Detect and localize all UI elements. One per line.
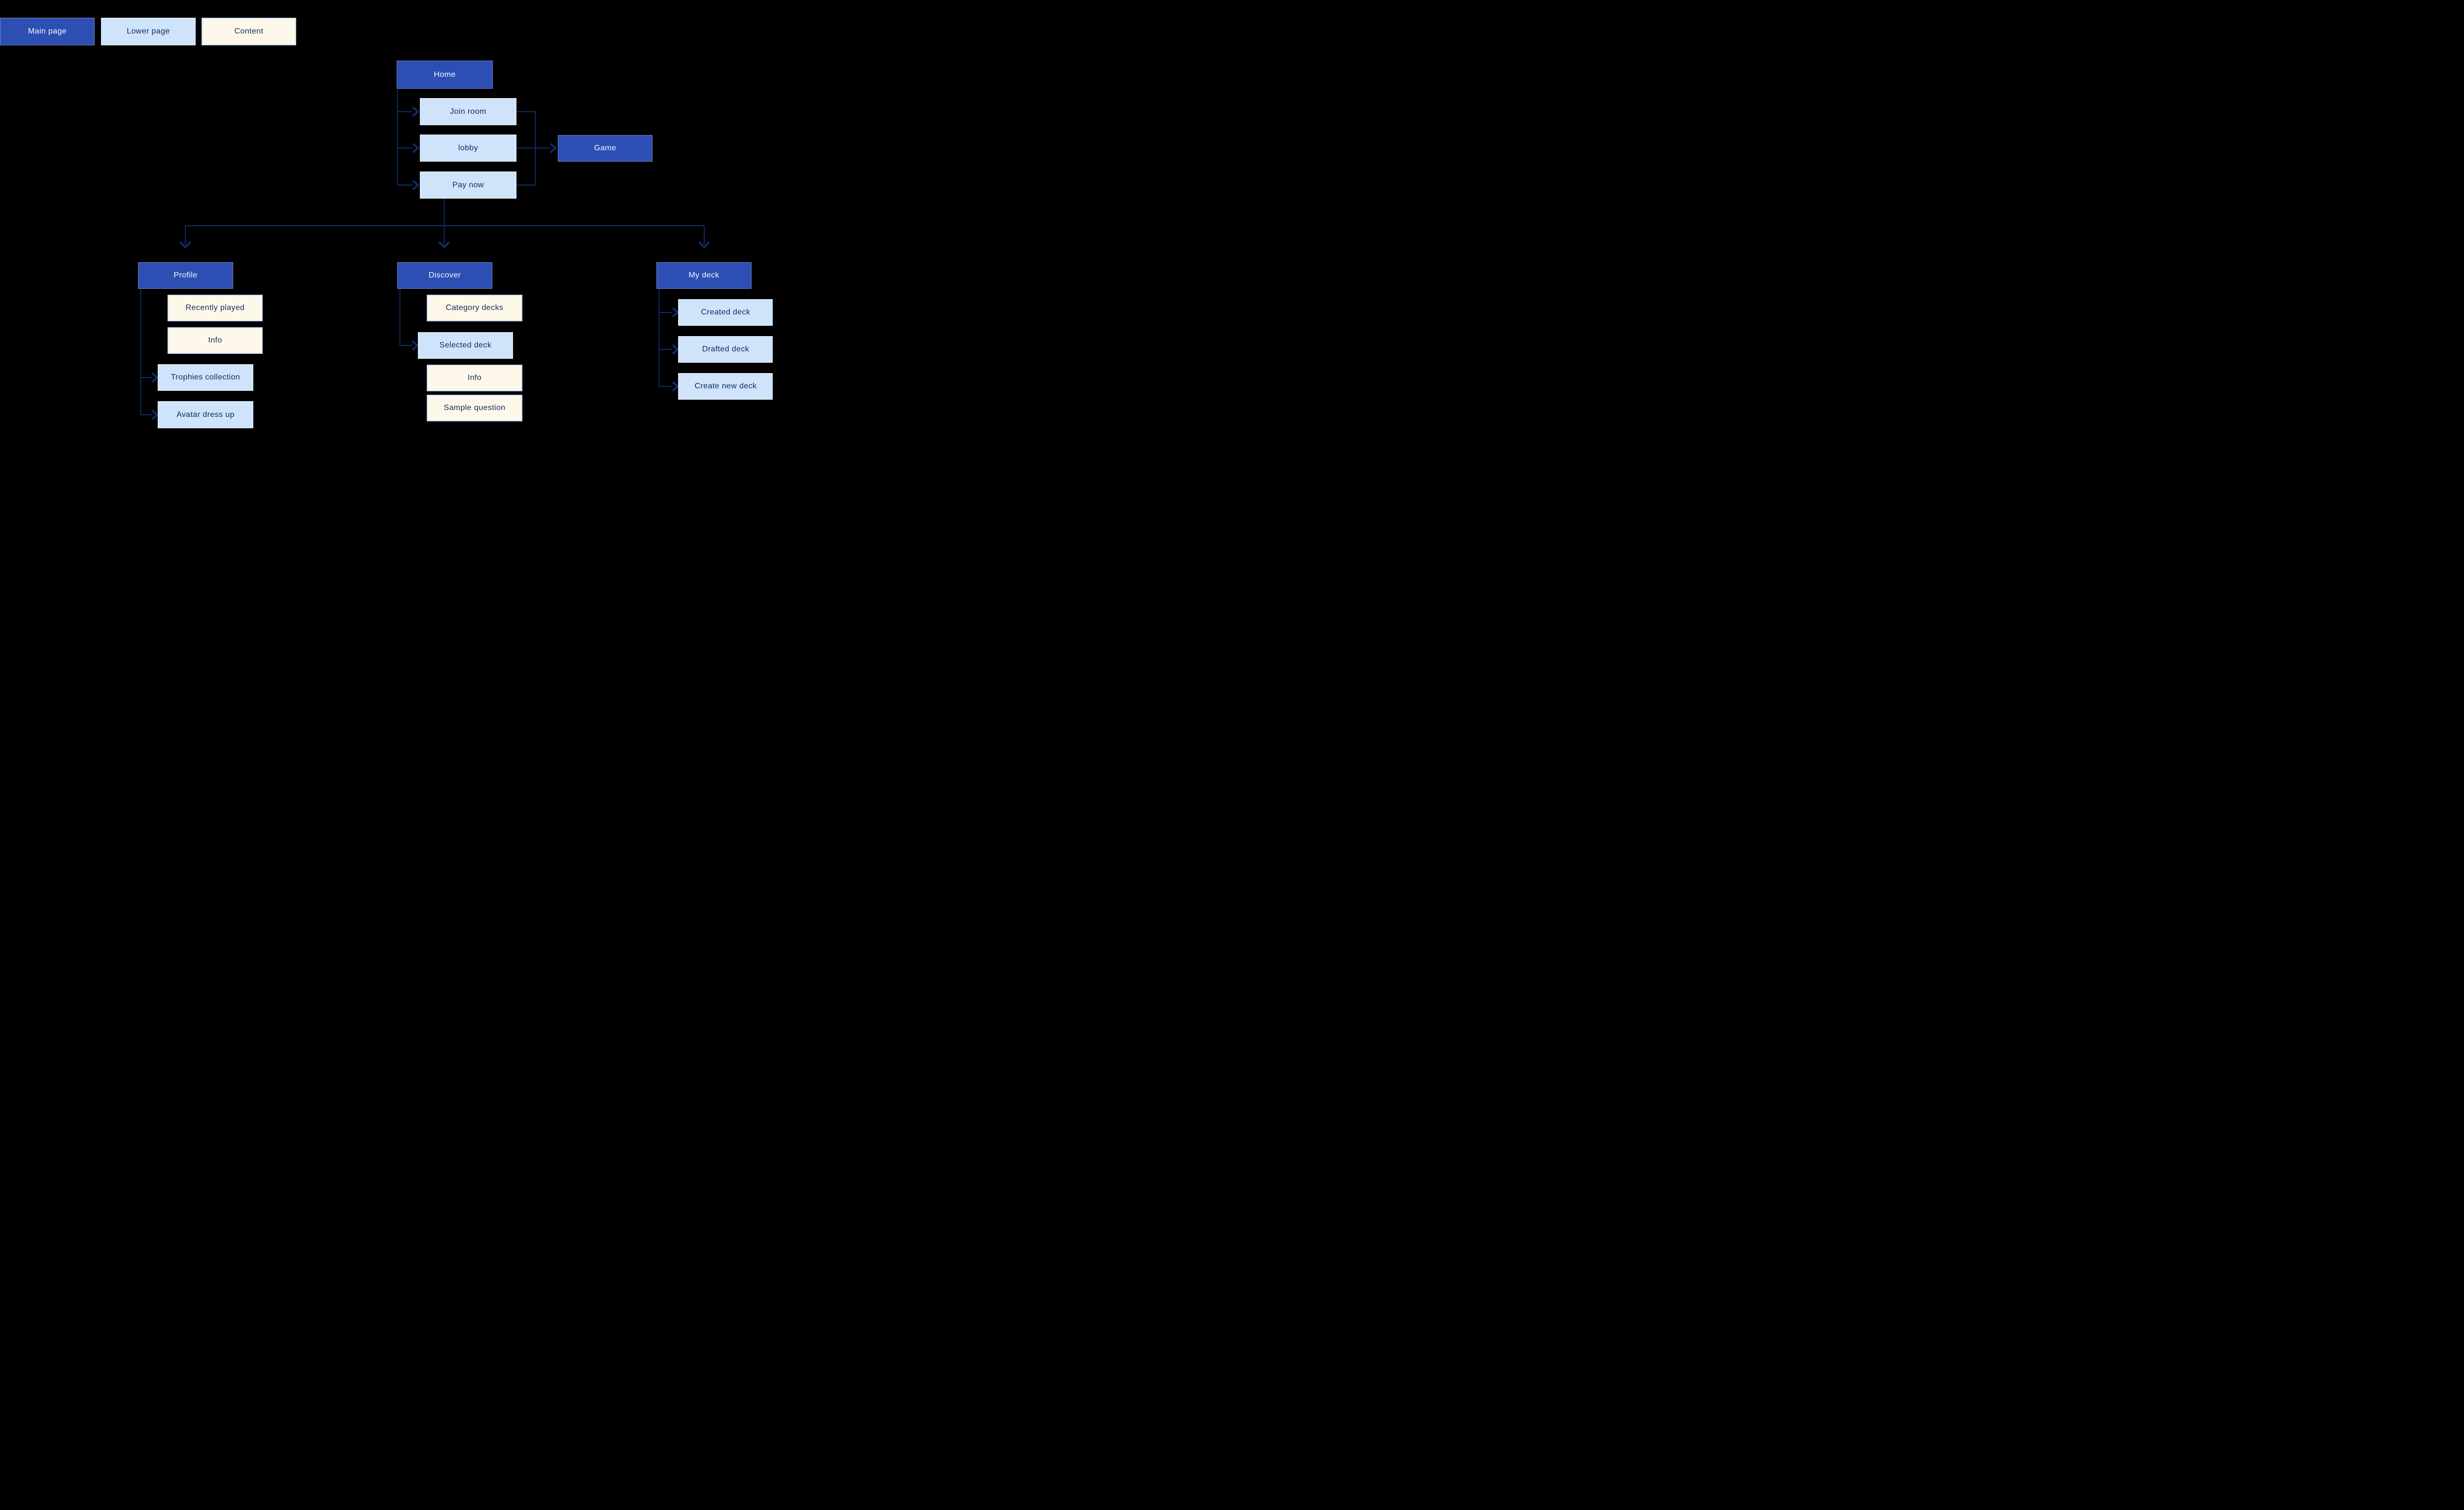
node-profile[interactable]: Profile: [138, 262, 233, 289]
node-category-decks[interactable]: Category decks: [427, 295, 522, 321]
arrow-icon: [412, 106, 419, 117]
legend-swatch-content[interactable]: Content: [202, 18, 296, 45]
node-selected-deck[interactable]: Selected deck: [418, 332, 513, 359]
node-my-deck[interactable]: My deck: [656, 262, 752, 289]
node-create-new-deck[interactable]: Create new deck: [678, 373, 773, 400]
arrow-icon: [412, 180, 419, 190]
arrow-icon: [179, 241, 191, 249]
sitemap-diagram: Main page Lower page Content Home Join r…: [0, 0, 773, 428]
connector-paynow-to-sections: [179, 199, 710, 249]
node-recently-played[interactable]: Recently played: [168, 295, 263, 321]
node-avatar-dress-up[interactable]: Avatar dress up: [158, 401, 253, 428]
node-drafted-deck[interactable]: Drafted deck: [678, 336, 773, 363]
connector-discover-children: [399, 289, 419, 351]
node-discover-info[interactable]: Info: [427, 365, 522, 391]
arrow-icon: [438, 241, 450, 249]
node-trophies-collection[interactable]: Trophies collection: [158, 364, 253, 391]
arrow-icon: [411, 340, 419, 351]
node-discover[interactable]: Discover: [397, 262, 492, 289]
arrow-icon: [151, 372, 159, 383]
connector-lines: [140, 89, 710, 420]
arrow-icon: [412, 143, 419, 153]
node-lobby[interactable]: lobby: [420, 135, 516, 162]
arrow-icon: [672, 381, 679, 392]
connector-mydeck-children: [658, 289, 679, 392]
arrow-icon: [151, 410, 159, 420]
node-pay-now[interactable]: Pay now: [420, 172, 516, 199]
arrow-icon: [672, 344, 679, 355]
arrow-icon: [672, 307, 679, 318]
connector-home-children: [397, 89, 419, 190]
node-sample-question[interactable]: Sample question: [427, 395, 522, 421]
legend-swatch-main-page[interactable]: Main page: [0, 18, 95, 45]
connector-profile-children: [140, 289, 159, 420]
node-join-room[interactable]: Join room: [420, 98, 516, 125]
arrow-icon: [698, 241, 710, 249]
legend-swatch-lower-page[interactable]: Lower page: [101, 18, 196, 45]
connector-to-game: [516, 111, 557, 186]
node-game[interactable]: Game: [558, 135, 652, 162]
arrow-icon: [549, 143, 557, 153]
node-profile-info[interactable]: Info: [168, 327, 263, 354]
node-created-deck[interactable]: Created deck: [678, 299, 773, 326]
node-home[interactable]: Home: [397, 61, 493, 89]
